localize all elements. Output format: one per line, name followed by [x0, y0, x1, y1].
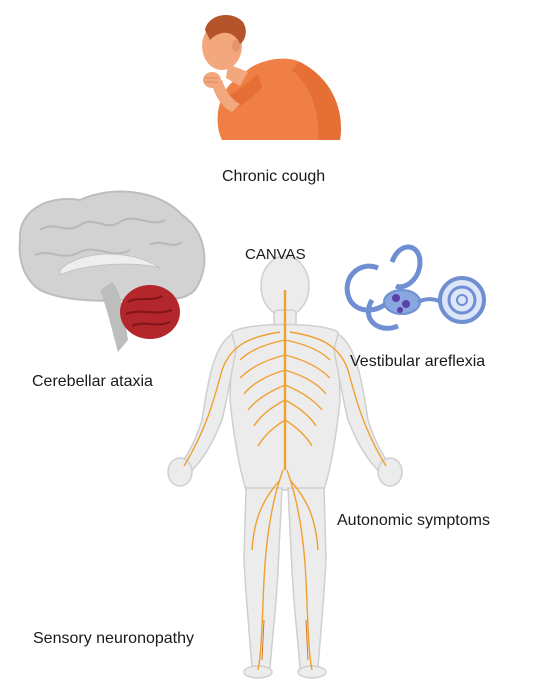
autonomic-symptoms-label: Autonomic symptoms — [337, 512, 490, 530]
cerebellar-ataxia-label: Cerebellar ataxia — [32, 373, 153, 391]
sensory-neuronopathy-label: Sensory neuronopathy — [33, 630, 194, 648]
canvas-label: CANVAS — [245, 246, 306, 263]
chronic-cough-label: Chronic cough — [222, 168, 325, 186]
vestibular-areflexia-label: Vestibular areflexia — [350, 353, 485, 371]
